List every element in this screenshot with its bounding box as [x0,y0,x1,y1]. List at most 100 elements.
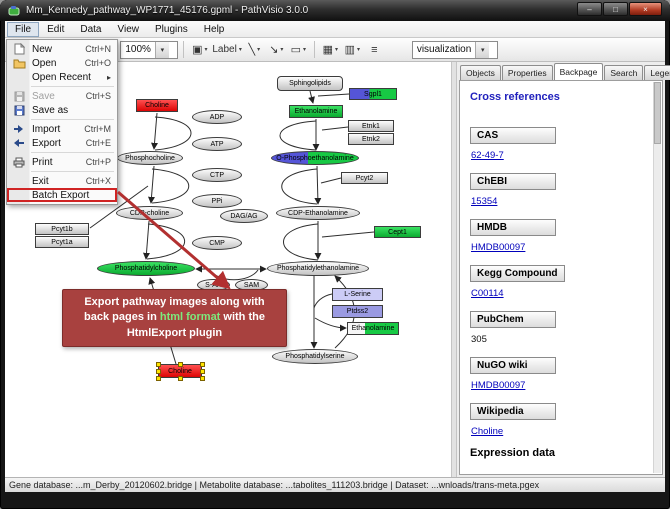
stack-button[interactable]: ≡ [364,40,385,60]
menu-item-export[interactable]: Export Ctrl+E [7,136,117,150]
datanode-tool-button[interactable]: ▣ ▾ [189,40,210,60]
pathway-node-cept1[interactable]: Cept1 [374,226,421,238]
align-button[interactable]: ▦ ▾ [320,40,341,60]
connector-tool-button[interactable]: ↘ ▾ [266,40,287,60]
menu-help[interactable]: Help [203,23,225,35]
menu-view[interactable]: View [117,23,139,35]
distribute-button[interactable]: ▥ ▾ [342,40,363,60]
menu-item-batch-export[interactable]: Batch Export [7,188,117,202]
pathway-node-phosphatidylserine[interactable]: Phosphatidylserine [272,349,358,364]
menu-item-import[interactable]: Import Ctrl+M [7,122,117,136]
pathway-node-l-serine[interactable]: L-Serine [332,288,383,301]
shape-tool-button[interactable]: ▭ ▾ [288,40,309,60]
visualization-select[interactable]: visualization ▾ [411,40,498,59]
xref-link[interactable]: 62-49-7 [471,150,504,161]
menu-item-new[interactable]: New Ctrl+N [7,42,117,56]
menu-item-print[interactable]: Print Ctrl+P [7,155,117,169]
pathway-node-phosphatidylethanolamine[interactable]: Phosphatidylethanolamine [267,261,369,276]
pathway-node-cdp-ethanolamine[interactable]: CDP-Ethanolamine [276,206,360,220]
visualization-dropdown-icon[interactable]: ▾ [475,41,490,58]
pathway-node-ppi[interactable]: PPi [192,194,242,208]
import-icon [10,124,28,134]
pathway-node-pcyt2[interactable]: Pcyt2 [341,172,388,184]
tab-legend[interactable]: Legend [644,65,670,80]
pathway-node-phosphocholine[interactable]: Phosphocholine [117,151,183,165]
selection-handle[interactable] [156,376,161,381]
menu-item-save[interactable]: Save Ctrl+S [7,89,117,103]
toolbar-separator [183,41,185,58]
stack-icon: ≡ [371,43,378,56]
minimize-button[interactable]: – [577,2,602,16]
pathway-node-sphingolipids[interactable]: Sphingolipids [277,76,343,91]
dropdown-caret-icon: ▾ [303,47,307,53]
submenu-arrow-icon: ▸ [106,72,111,82]
pathway-node-atp[interactable]: ATP [192,137,242,151]
close-button[interactable]: × [629,2,662,16]
titlebar[interactable]: Mm_Kennedy_pathway_WP1771_45176.gpml - P… [0,0,670,21]
scrollbar-thumb[interactable] [654,82,661,144]
new-file-icon [10,43,28,55]
maximize-button[interactable]: □ [603,2,628,16]
pathway-node-ethanolamine-2[interactable]: Ethanolamine [347,322,399,335]
selection-handle[interactable] [178,376,183,381]
statusbar: Gene database: ...m_Derby_20120602.bridg… [5,477,665,492]
zoom-dropdown-icon[interactable]: ▾ [154,41,169,58]
selection-handle[interactable] [156,369,161,374]
xref-source-name: CAS [470,127,556,144]
menu-file[interactable]: File [7,21,40,37]
pathway-node-choline-selected[interactable]: Choline [156,362,205,381]
selection-handle[interactable] [200,369,205,374]
tab-objects[interactable]: Objects [460,65,501,80]
tab-search[interactable]: Search [604,65,644,80]
pathway-node-etnk2[interactable]: Etnk2 [348,133,394,145]
label-tool-button[interactable]: Label ▾ [211,40,242,60]
line-tool-button[interactable]: ╲ ▾ [244,40,265,60]
menu-item-exit[interactable]: Exit Ctrl+X [7,174,117,188]
menu-item-label: Exit [32,175,49,187]
selection-handle[interactable] [156,362,161,367]
pathway-node-ptdss2[interactable]: Ptdss2 [332,305,383,318]
xref-link[interactable]: HMDB00097 [471,380,526,391]
pathway-node-cmp[interactable]: CMP [192,236,242,250]
xref-source-name: Wikipedia [470,403,556,420]
menu-item-open[interactable]: Open Ctrl+O [7,56,117,70]
panel-splitter[interactable] [451,62,457,477]
pathway-node-pcyt1b[interactable]: Pcyt1b [35,223,89,235]
pathway-node-etnk1[interactable]: Etnk1 [348,120,394,132]
menu-plugins[interactable]: Plugins [154,23,188,35]
menu-item-save-as[interactable]: Save as [7,103,117,117]
pathway-node-choline[interactable]: Choline [136,99,178,112]
zoom-select[interactable]: 100% ▾ [120,40,179,59]
selection-handle[interactable] [178,362,183,367]
pathway-node-phosphatidylcholine[interactable]: Phosphatidylcholine [97,261,195,276]
dropdown-caret-icon: ▾ [335,47,339,53]
pathway-node-ethanolamine[interactable]: Ethanolamine [289,105,343,118]
backpage-section-kegg: Kegg Compound C00114 [470,263,650,299]
dropdown-caret-icon: ▾ [357,47,361,53]
pathway-node-ctp[interactable]: CTP [192,168,242,182]
menu-separator [31,152,114,153]
backpage-section-pubchem: PubChem 305 [470,309,650,345]
pathway-node-o-phosphoethanolamine[interactable]: O-Phosphoethanolamine [271,151,359,165]
xref-link[interactable]: HMDB00097 [471,242,526,253]
pathway-node-sgpl1[interactable]: Sgpl1 [349,88,397,100]
pathway-node-cdp-choline[interactable]: CDP-choline [116,206,183,220]
selection-handle[interactable] [200,362,205,367]
xref-link[interactable]: Choline [471,426,504,437]
selection-handle[interactable] [200,376,205,381]
dropdown-caret-icon: ▾ [257,47,261,53]
menu-edit[interactable]: Edit [47,23,65,35]
menu-item-open-recent[interactable]: Open Recent ▸ [7,70,117,84]
xref-link[interactable]: 15354 [471,196,498,207]
pathway-node-dag-ag[interactable]: DAG/AG [220,209,268,223]
side-panel-scrollbar[interactable] [653,82,661,473]
xref-link[interactable]: C00114 [471,288,504,299]
menu-item-label: Save [32,90,55,102]
tab-properties[interactable]: Properties [501,65,553,80]
pathway-node-adp[interactable]: ADP [192,110,242,124]
pathway-node-pcyt1a[interactable]: Pcyt1a [35,236,89,248]
annotation-callout: Export pathway images along with back pa… [62,289,287,347]
menu-data[interactable]: Data [80,23,102,35]
xref-source-name: NuGO wiki [470,357,556,374]
tab-backpage[interactable]: Backpage [553,63,604,80]
